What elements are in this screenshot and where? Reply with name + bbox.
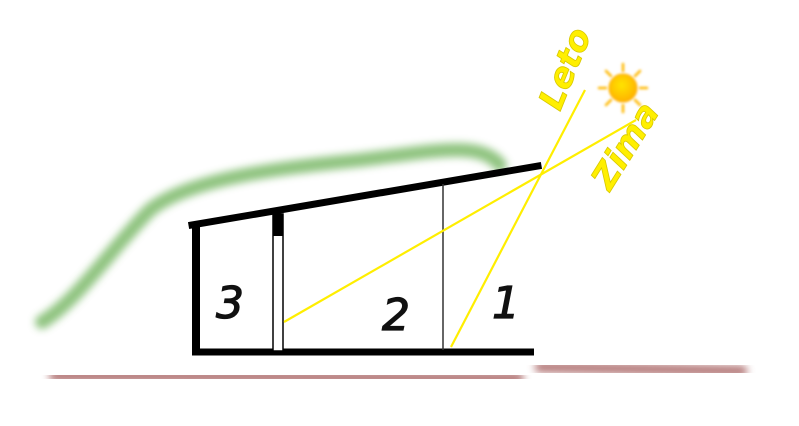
room-label-2: 2 [382, 290, 410, 341]
ground-line-right [534, 361, 748, 377]
ground-line-left [49, 370, 524, 384]
partition-wall-top [273, 214, 283, 236]
earth-berm [35, 143, 507, 329]
winter-label: Zima [583, 95, 668, 197]
room-label-3: 3 [216, 278, 244, 329]
building-roof [187, 161, 543, 230]
summer-sun-ray [450, 89, 586, 348]
sun-icon [597, 62, 649, 114]
room-label-1: 1 [492, 278, 520, 329]
winter-sun-ray [283, 119, 637, 323]
summer-label: Leto [531, 22, 600, 115]
building [187, 161, 543, 356]
